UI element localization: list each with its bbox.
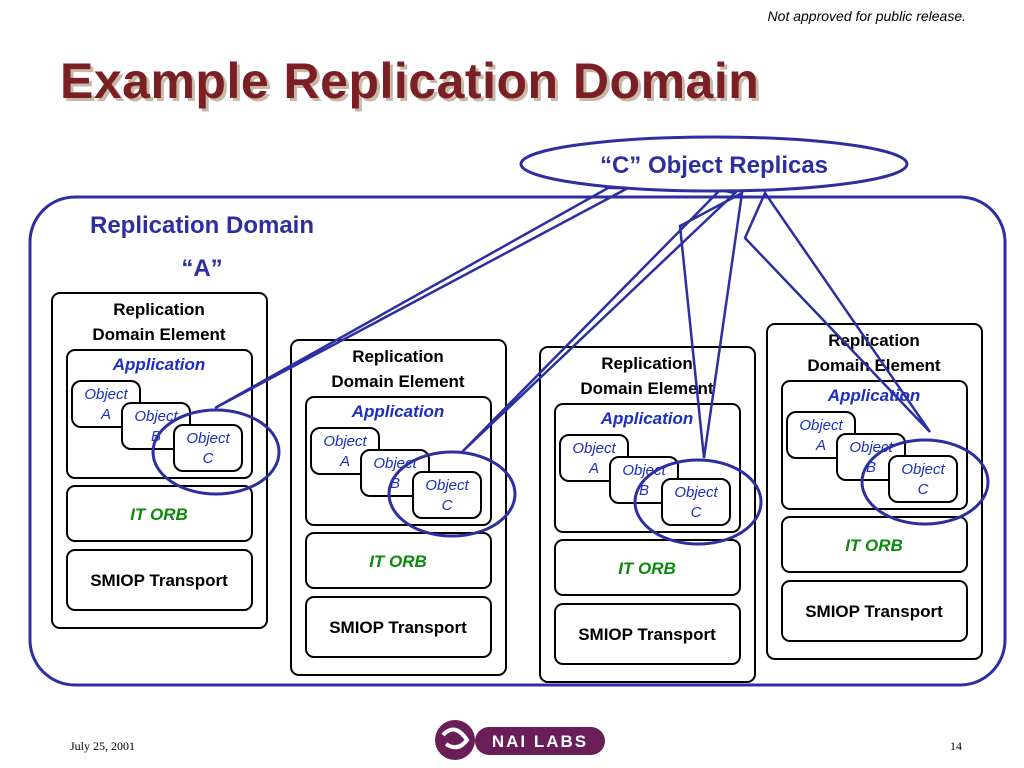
replication-element-2: Replication Domain Element Application O… <box>290 339 507 676</box>
replication-element-1: Replication Domain Element Application O… <box>51 292 268 629</box>
object-a-letter: A <box>100 406 111 423</box>
object-a-word: Object <box>799 417 843 434</box>
object-b-letter: B <box>390 475 400 492</box>
application-label: Application <box>600 409 694 428</box>
object-a-word: Object <box>84 386 128 403</box>
orb-label: IT ORB <box>369 552 427 571</box>
transport-label: SMIOP Transport <box>578 625 716 644</box>
footer-date: July 25, 2001 <box>70 739 136 753</box>
object-b-word: Object <box>134 408 178 425</box>
orb-label: IT ORB <box>130 505 188 524</box>
element-title-line1: Replication <box>352 347 444 366</box>
transport-label: SMIOP Transport <box>90 571 228 590</box>
object-c-word: Object <box>425 477 469 494</box>
replication-domain-boundary <box>28 195 1007 687</box>
application-label: Application <box>827 386 921 405</box>
domain-label-line2: “A” <box>181 255 222 282</box>
replication-element-3: Replication Domain Element Application O… <box>539 346 756 683</box>
replication-element-4: Replication Domain Element Application O… <box>766 323 983 660</box>
element-title-line2: Domain Element <box>92 325 226 344</box>
logo-swirl-icon <box>435 720 475 760</box>
object-a-letter: A <box>588 460 599 477</box>
object-c-letter: C <box>691 504 702 521</box>
release-notice: Not approved for public release. <box>767 8 966 24</box>
logo-text: NAI LABS <box>492 732 588 751</box>
highlight-c-1 <box>151 408 281 496</box>
object-c-letter: C <box>203 450 214 467</box>
page-title: Example Replication Domain <box>60 53 760 109</box>
domain-label-line1: Replication Domain <box>90 212 314 239</box>
connector-4 <box>743 190 932 433</box>
object-a-word: Object <box>323 433 367 450</box>
element-title-line1: Replication <box>601 354 693 373</box>
object-c-word: Object <box>901 461 945 478</box>
application-label: Application <box>112 355 206 374</box>
object-c-word: Object <box>674 484 718 501</box>
highlight-c-2 <box>387 450 517 538</box>
page-number: 14 <box>950 739 962 753</box>
orb-label: IT ORB <box>618 559 676 578</box>
replicas-label: “C” Object Replicas <box>600 152 828 179</box>
element-title-line2: Domain Element <box>807 356 941 375</box>
transport-label: SMIOP Transport <box>805 602 943 621</box>
object-a-word: Object <box>572 440 616 457</box>
element-title-line2: Domain Element <box>331 372 465 391</box>
object-a-letter: A <box>815 437 826 454</box>
orb-label: IT ORB <box>845 536 903 555</box>
object-c-letter: C <box>442 497 453 514</box>
highlight-c-3 <box>633 458 763 546</box>
object-b-letter: B <box>639 482 649 499</box>
transport-label: SMIOP Transport <box>329 618 467 637</box>
object-c-word: Object <box>186 430 230 447</box>
replicas-ellipse <box>519 135 909 193</box>
object-a-letter: A <box>339 453 350 470</box>
object-c-letter: C <box>918 481 929 498</box>
element-title-line2: Domain Element <box>580 379 714 398</box>
highlight-c-4 <box>860 438 990 526</box>
element-title-line1: Replication <box>113 300 205 319</box>
object-b-word: Object <box>373 455 417 472</box>
nai-labs-logo: NAI LABS <box>435 720 605 760</box>
object-b-word: Object <box>622 462 666 479</box>
object-b-letter: B <box>866 459 876 476</box>
connector-3 <box>678 190 744 459</box>
application-label: Application <box>351 402 445 421</box>
element-title-line1: Replication <box>828 331 920 350</box>
